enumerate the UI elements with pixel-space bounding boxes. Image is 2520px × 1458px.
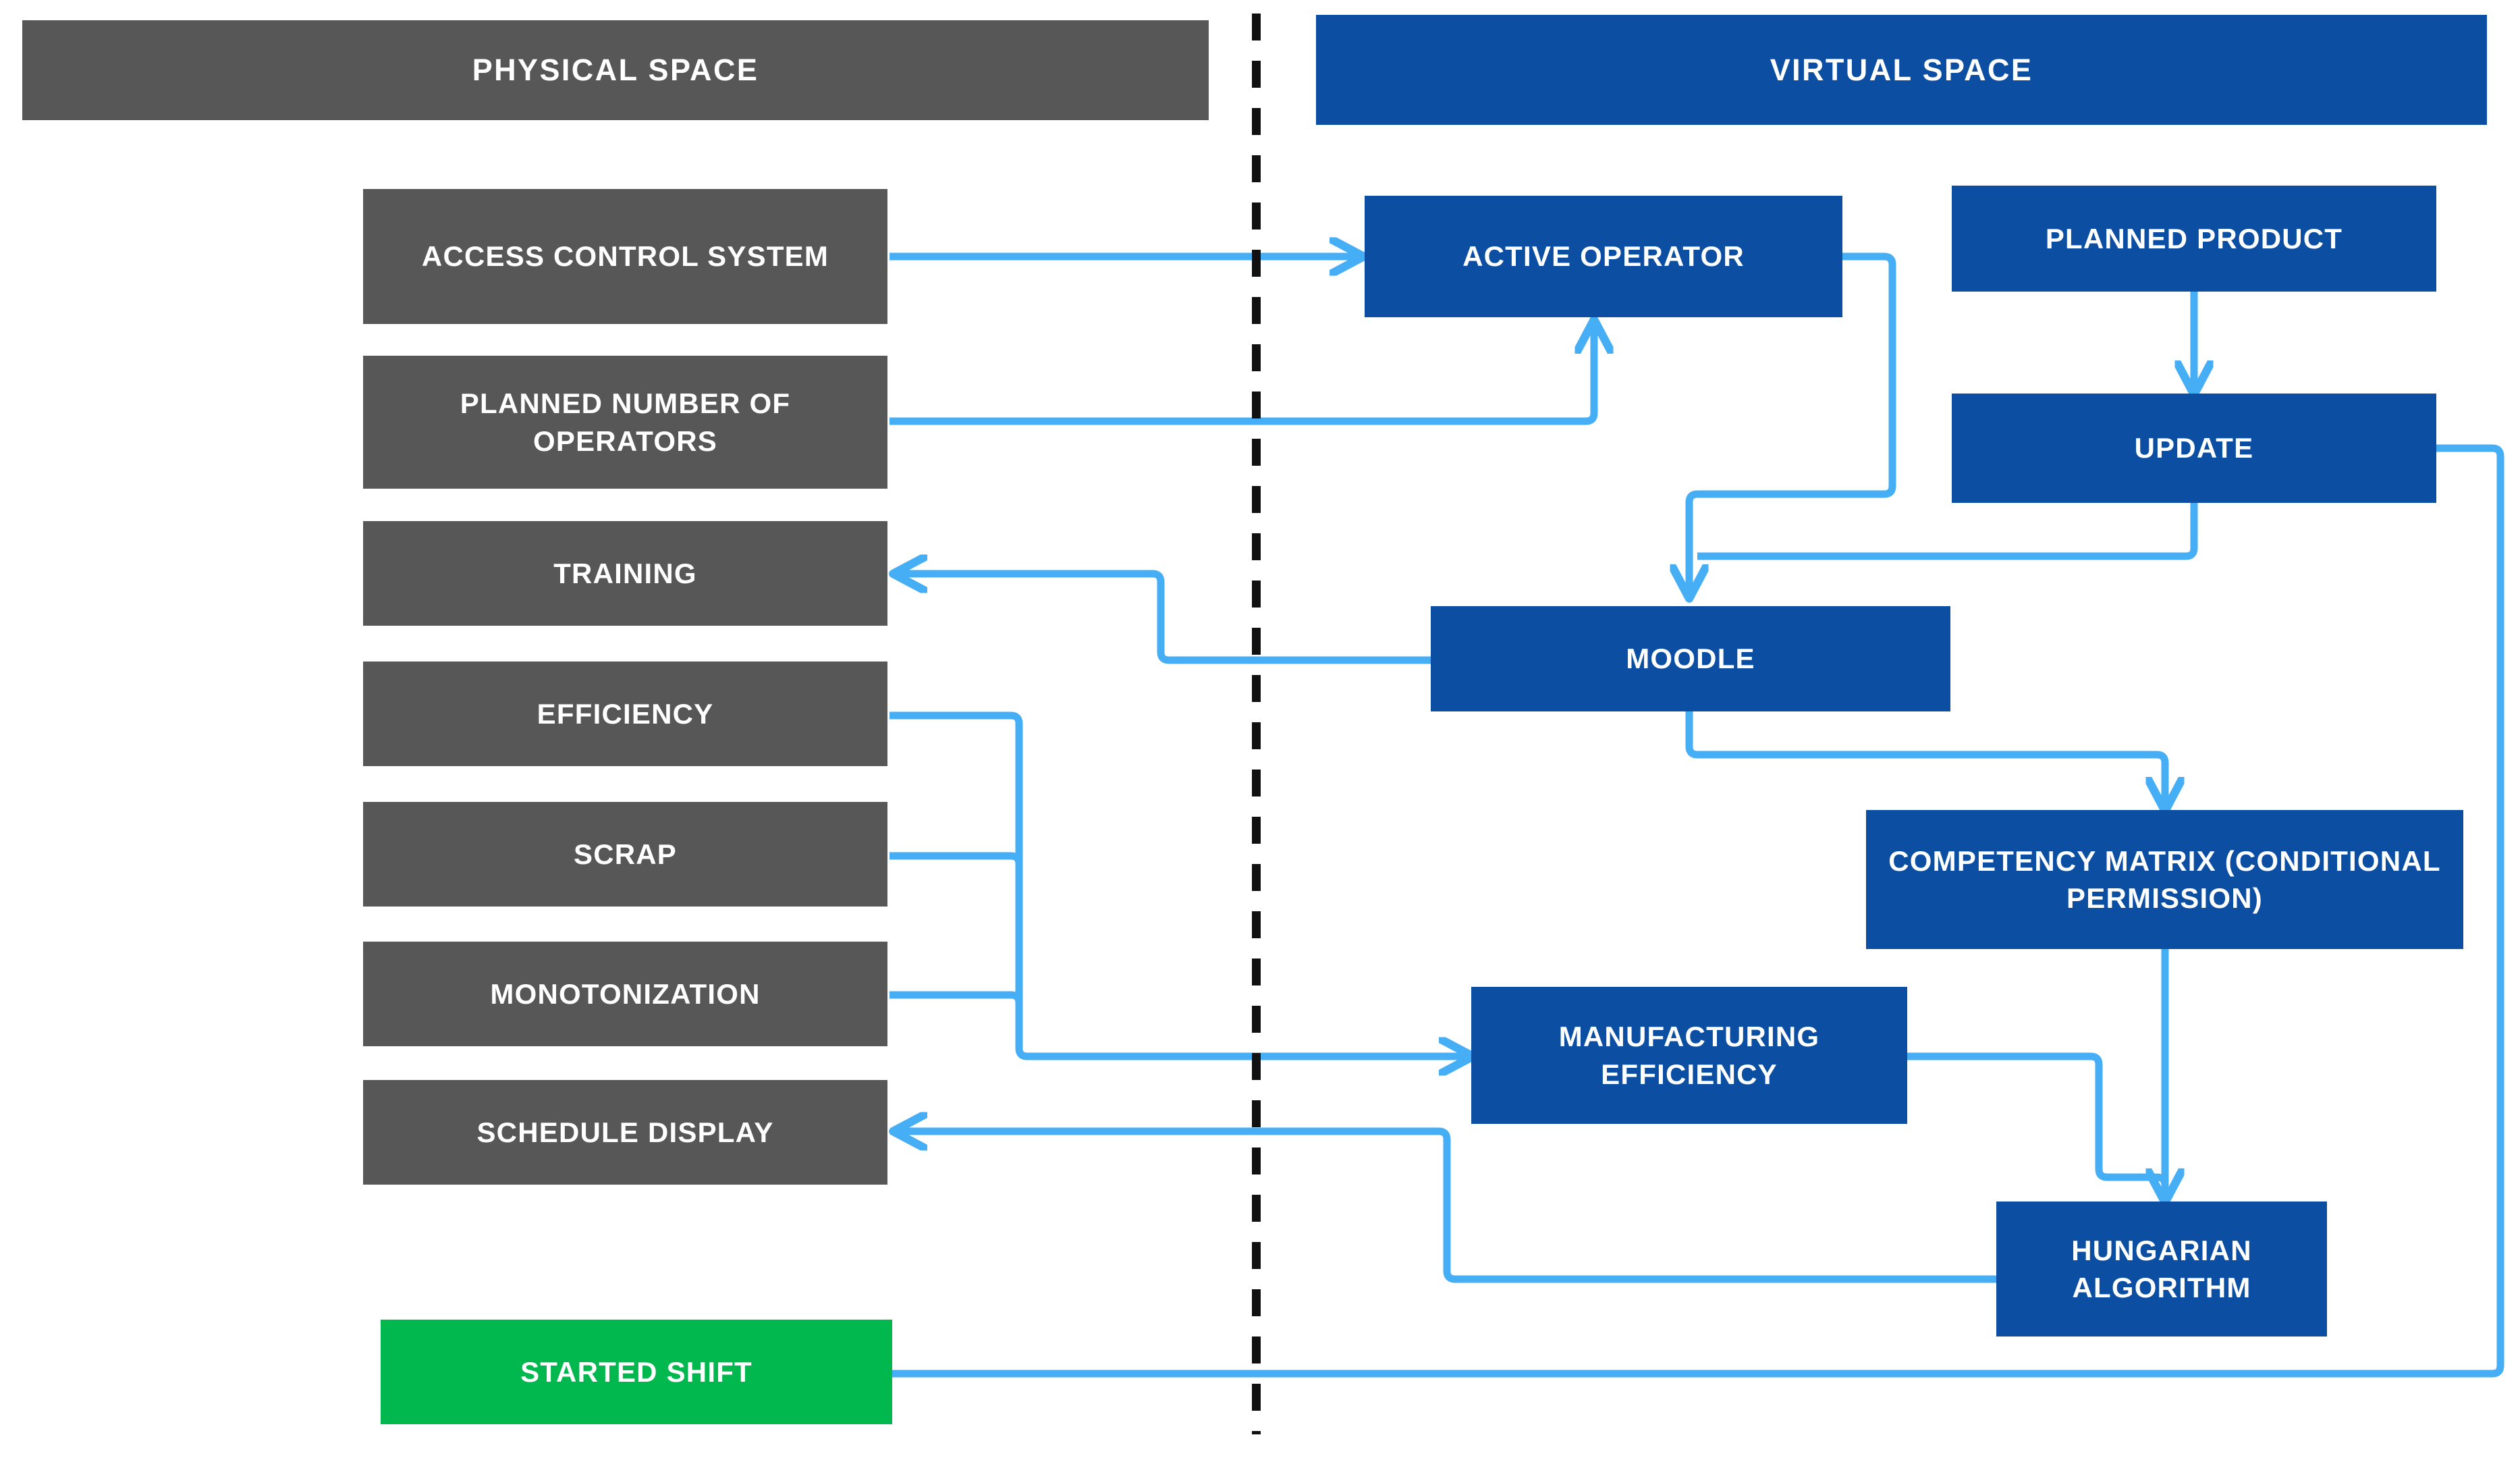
node-competency-matrix[interactable]: COMPETENCY MATRIX (CONDITIONAL PERMISSIO… [1866,810,2463,949]
physical-space-header: PHYSICAL SPACE [22,20,1209,120]
node-moodle[interactable]: MOODLE [1431,606,1950,711]
wire-manufacturing-efficiency-to-hungarian-algorithm [1907,1052,2169,1198]
node-planned-number-of-operators[interactable]: PLANNED NUMBER OF OPERATORS [363,356,887,489]
wire-monotonization-to-manufacturing-efficiency [889,991,1023,1046]
wire-planned-operators-to-active-operator [889,324,1594,425]
node-access-control-system[interactable]: ACCESS CONTROL SYSTEM [363,189,887,324]
wire-efficiency-to-manufacturing-efficiency [889,711,1023,1033]
wire-moodle-to-training [898,574,1431,664]
virtual-space-header: VIRTUAL SPACE [1316,15,2487,125]
wire-moodle-to-competency-matrix [1685,711,2165,807]
node-schedule-display[interactable]: SCHEDULE DISPLAY [363,1080,887,1185]
node-monotonization[interactable]: MONOTONIZATION [363,942,887,1046]
wire-started-shift-to-update [892,448,2504,1378]
wire-active-operator-to-moodle [1689,252,1896,594]
node-hungarian-algorithm[interactable]: HUNGARIAN ALGORITHM [1996,1202,2327,1336]
node-active-operator[interactable]: ACTIVE OPERATOR [1365,196,1842,317]
node-manufacturing-efficiency[interactable]: MANUFACTURING EFFICIENCY [1471,987,1907,1124]
node-started-shift[interactable]: STARTED SHIFT [381,1320,892,1424]
node-scrap[interactable]: SCRAP [363,802,887,907]
node-efficiency[interactable]: EFFICIENCY [363,662,887,766]
wire-merged-rail-to-manufacturing-efficiency [1015,1033,1469,1056]
physical-virtual-divider [1252,14,1261,1434]
node-update[interactable]: UPDATE [1952,394,2436,503]
wire-hungarian-algorithm-to-schedule-display [898,1131,1998,1283]
wire-scrap-to-manufacturing-efficiency [889,852,1023,1033]
wire-update-to-moodle [1697,503,2198,560]
node-planned-product[interactable]: PLANNED PRODUCT [1952,186,2436,292]
node-training[interactable]: TRAINING [363,521,887,626]
